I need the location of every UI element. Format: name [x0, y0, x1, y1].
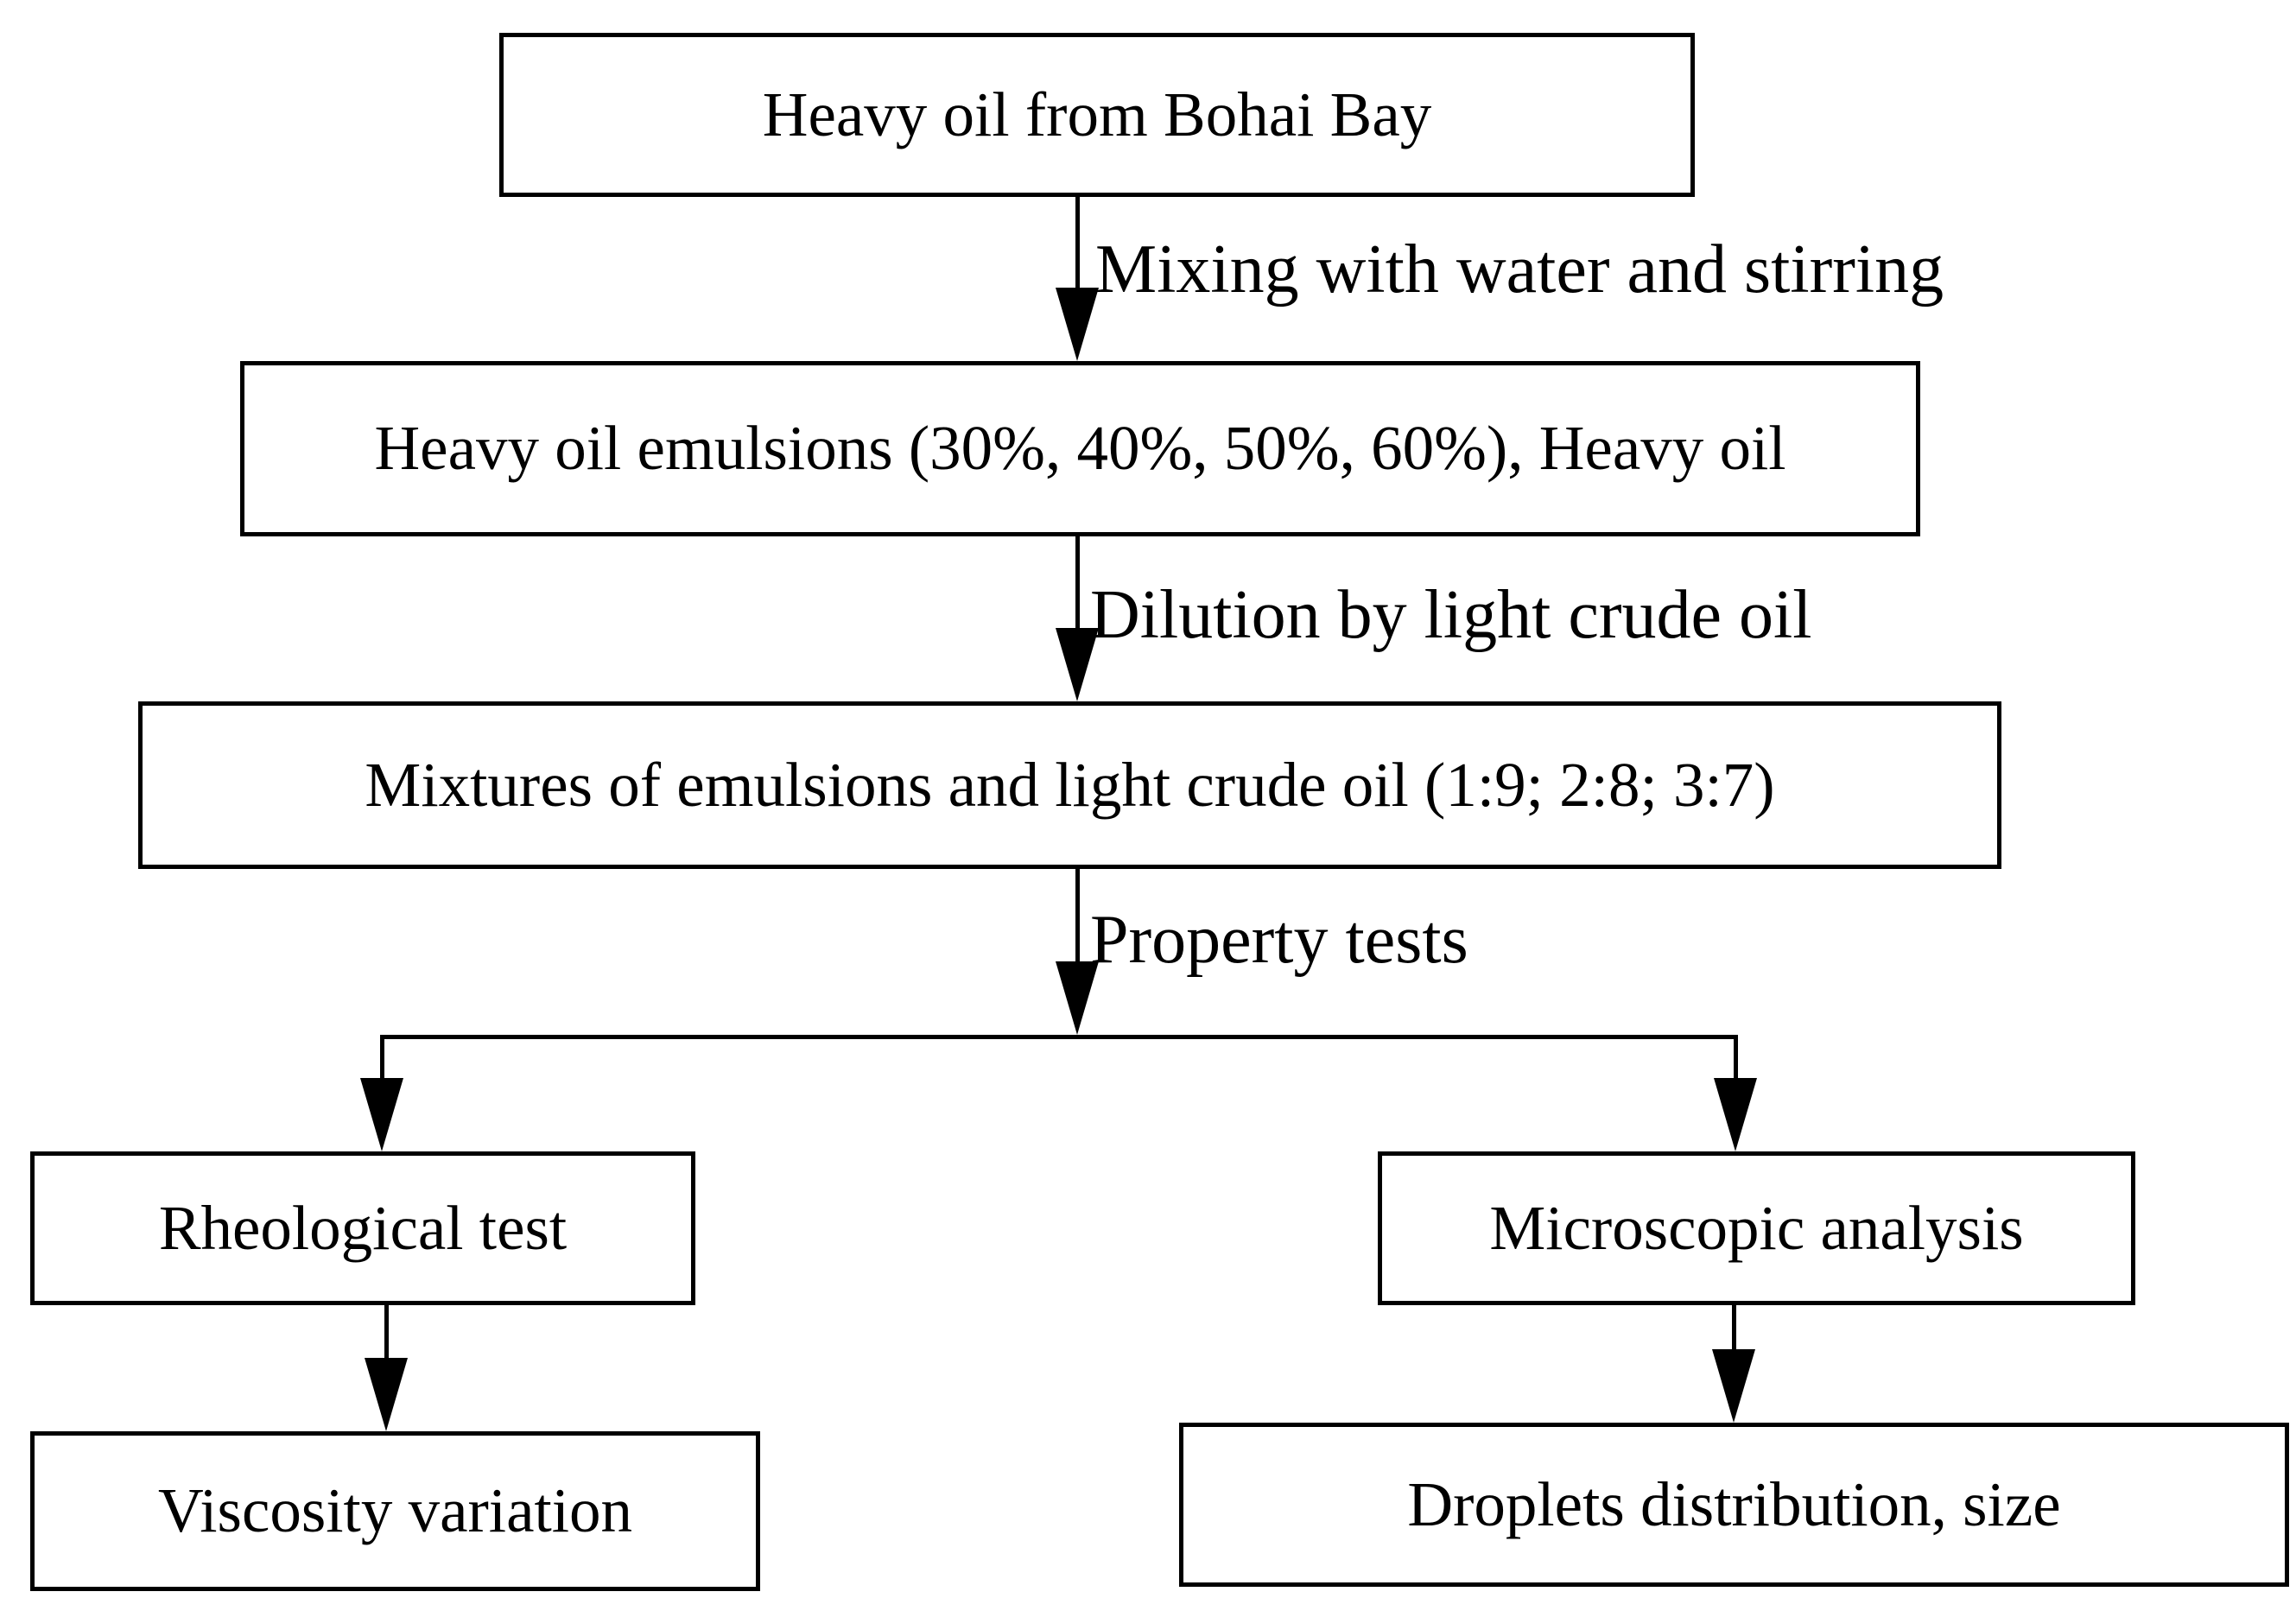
- node-mixtures-label: Mixtures of emulsions and light crude oi…: [365, 749, 1775, 820]
- branch-left-arrowhead-icon: [360, 1078, 403, 1151]
- edge-microscopic-droplets-line: [1732, 1305, 1736, 1353]
- edge-property-line: [1075, 869, 1080, 966]
- edge-microscopic-droplets-arrowhead-icon: [1712, 1349, 1755, 1423]
- node-rheological-label: Rheological test: [158, 1192, 568, 1263]
- edge-mixing-arrowhead-icon: [1056, 288, 1099, 361]
- node-viscosity-label: Viscosity variation: [157, 1475, 633, 1546]
- node-droplets-label: Droplets distribution, size: [1407, 1468, 2061, 1539]
- node-emulsions-label: Heavy oil emulsions (30%, 40%, 50%, 60%)…: [374, 413, 1786, 484]
- edge-mixing-line: [1075, 197, 1080, 290]
- edge-property-label: Property tests: [1090, 902, 1468, 978]
- branch-connector-line: [380, 1035, 1738, 1039]
- node-droplets: Droplets distribution, size: [1179, 1423, 2289, 1587]
- node-mixtures: Mixtures of emulsions and light crude oi…: [138, 701, 2001, 869]
- node-rheological: Rheological test: [30, 1151, 695, 1305]
- node-microscopic-label: Microscopic analysis: [1489, 1192, 2024, 1263]
- edge-property-arrowhead-icon: [1056, 961, 1099, 1035]
- edge-mixing-label: Mixing with water and stirring: [1095, 231, 1944, 308]
- edge-dilution-label: Dilution by light crude oil: [1090, 577, 1812, 653]
- branch-right-line: [1734, 1035, 1738, 1082]
- edge-dilution-arrowhead-icon: [1056, 628, 1099, 701]
- node-microscopic: Microscopic analysis: [1378, 1151, 2135, 1305]
- edge-rheological-viscosity-arrowhead-icon: [365, 1358, 408, 1431]
- branch-left-line: [380, 1035, 384, 1082]
- edge-rheological-viscosity-line: [384, 1305, 389, 1361]
- node-emulsions: Heavy oil emulsions (30%, 40%, 50%, 60%)…: [240, 361, 1920, 536]
- node-heavy-oil-source-label: Heavy oil from Bohai Bay: [762, 79, 1432, 149]
- node-heavy-oil-source: Heavy oil from Bohai Bay: [499, 33, 1695, 197]
- node-viscosity: Viscosity variation: [30, 1431, 760, 1591]
- edge-dilution-line: [1075, 536, 1080, 630]
- branch-right-arrowhead-icon: [1714, 1078, 1757, 1151]
